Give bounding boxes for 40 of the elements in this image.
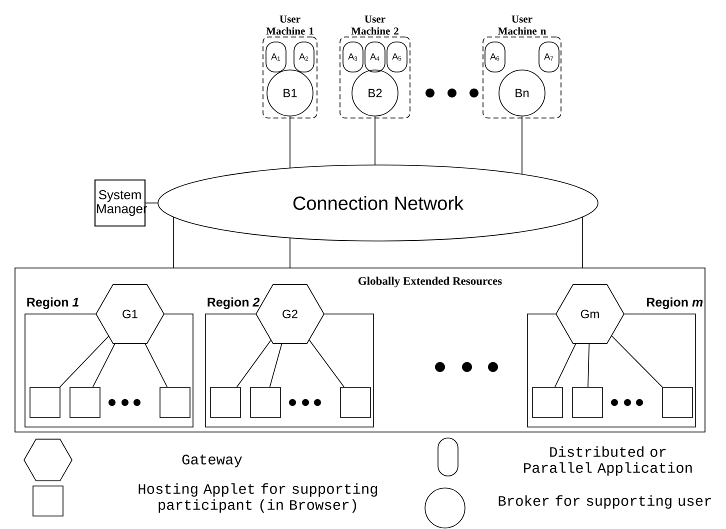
gateway-hexagon: G1 bbox=[96, 284, 164, 344]
application-capsule: A$_{6}$ bbox=[484, 42, 506, 72]
legend-label: Distributed or Parallel Application bbox=[524, 446, 692, 476]
applet-square bbox=[160, 387, 190, 418]
applet-square bbox=[30, 387, 60, 418]
applet-square bbox=[250, 387, 281, 418]
applet-square bbox=[340, 387, 371, 418]
application-capsule: A$_{5}$ bbox=[386, 42, 408, 72]
application-capsule: A$_{1}$ bbox=[266, 42, 286, 72]
connector-line bbox=[144, 343, 168, 388]
connector-line bbox=[236, 340, 272, 388]
node-label: User Machine 1 bbox=[266, 16, 314, 35]
application-capsule: A$_{3}$ bbox=[342, 42, 364, 72]
connector-line bbox=[59, 336, 109, 388]
legend-label: Broker for supporting user bbox=[498, 495, 711, 509]
applet-square bbox=[210, 387, 241, 418]
connector-line bbox=[92, 343, 116, 388]
connector-line bbox=[269, 343, 282, 388]
applet-square bbox=[572, 387, 603, 418]
node-label: Region m bbox=[646, 297, 703, 310]
applet-square bbox=[662, 387, 693, 418]
connector-line bbox=[588, 343, 590, 388]
connector-line bbox=[374, 116, 376, 166]
node-label: Region 1 bbox=[27, 297, 79, 310]
connector-line bbox=[308, 340, 345, 388]
application-capsule: A$_{4}$ bbox=[364, 42, 386, 72]
legend-label: Gateway bbox=[182, 454, 242, 468]
applet-square bbox=[532, 387, 563, 418]
connector-line bbox=[145, 202, 158, 204]
node-label: User Machine 2 bbox=[351, 16, 398, 35]
application-capsule: A$_{2}$ bbox=[294, 42, 314, 72]
connector-line bbox=[554, 343, 576, 388]
connector-line bbox=[173, 216, 174, 268]
connector-line bbox=[582, 216, 583, 268]
gateway-hexagon: Gm bbox=[556, 284, 624, 344]
applet-square bbox=[70, 387, 100, 418]
connector-line bbox=[611, 336, 663, 388]
node-label: User Machine n bbox=[498, 16, 546, 35]
legend-label: Hosting Applet for supporting participant (in Browser) bbox=[138, 483, 378, 513]
application-capsule: A$_{7}$ bbox=[538, 42, 560, 72]
